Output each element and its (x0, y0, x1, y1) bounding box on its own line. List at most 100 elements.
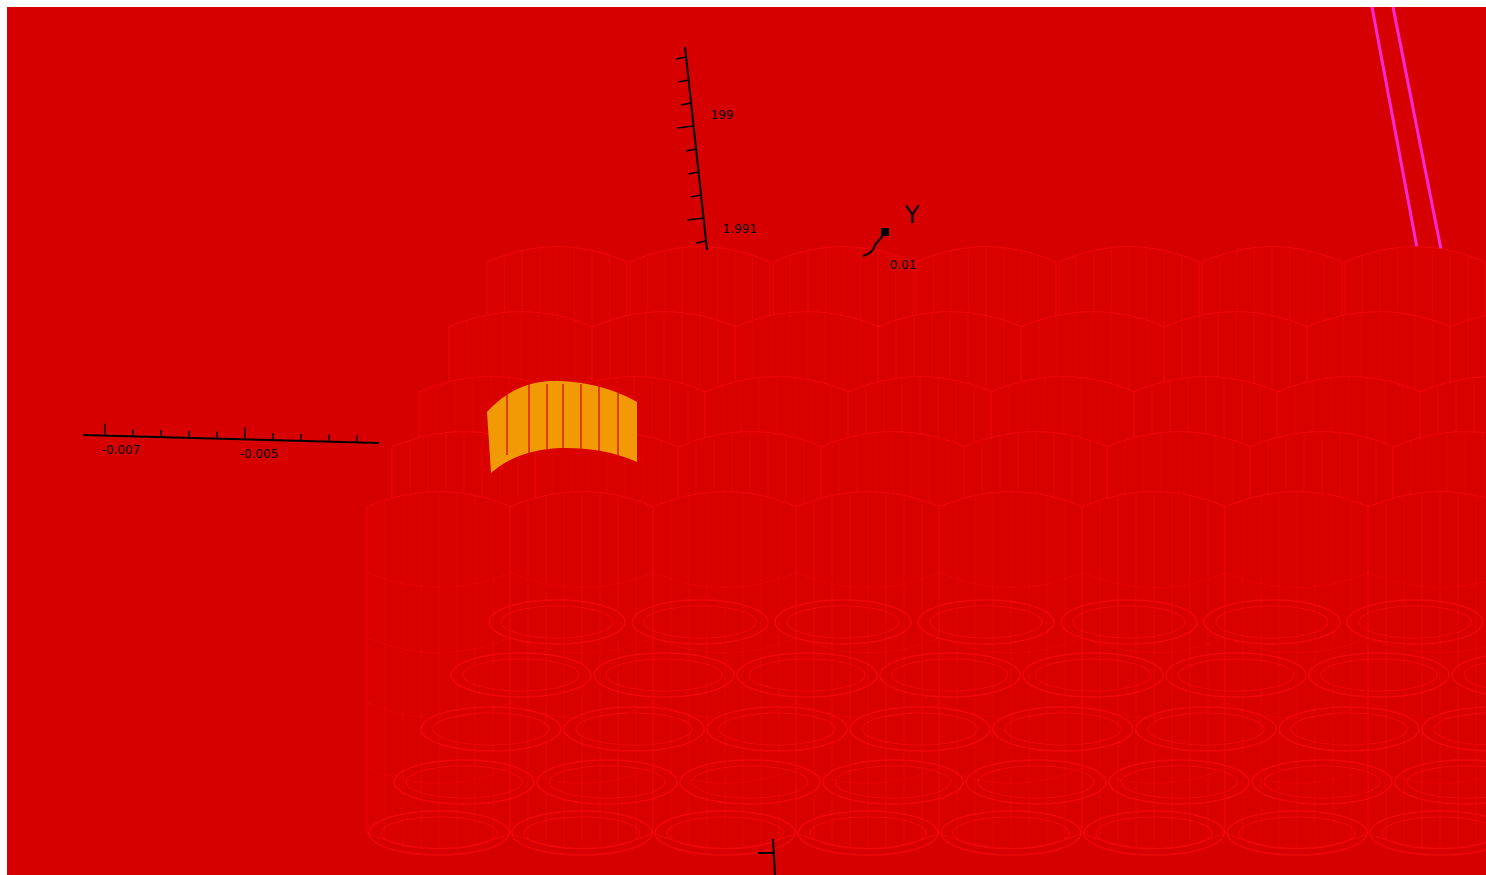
cylinder-ring-outer (631, 599, 769, 645)
vertical-axis-tick (688, 171, 699, 175)
cylinder-ring-outer (1135, 706, 1277, 752)
horizontal-axis-ticks (104, 423, 358, 443)
vertical-axis-tick (678, 79, 689, 83)
cylinder-band (1224, 637, 1370, 654)
cylinder-tube[interactable] (652, 491, 798, 849)
cylinder-ring-outer (593, 652, 735, 698)
cylinder-band (366, 767, 512, 784)
cylinder-ring-outer (654, 810, 796, 856)
cylinder-ring-outer (917, 599, 1055, 645)
cylinder-ring-inner (786, 605, 900, 639)
cylinder-ring-inner (891, 658, 1009, 692)
cylinder-band (1367, 767, 1486, 784)
y-axis-tick-label: 0.01 (890, 258, 917, 272)
cylinder-ring-outer (393, 759, 535, 805)
cylinder-ring-outer (1251, 759, 1393, 805)
cylinder-tube[interactable] (366, 491, 512, 849)
cylinder-band (1081, 637, 1227, 654)
cylinder-band (652, 637, 798, 654)
cylinder-ring-inner (1177, 658, 1295, 692)
3d-viewport[interactable]: 199 1.991 -0.007 -0.005 Y 0.01 (7, 7, 1486, 875)
cylinder-ring-outer (1308, 652, 1450, 698)
cylinder-array[interactable] (366, 246, 1486, 856)
cylinder-ring-inner (643, 605, 757, 639)
cylinder-band (509, 702, 655, 719)
cylinder-ring-outer (1083, 810, 1225, 856)
cylinder-bottom-rings (368, 599, 1486, 856)
cylinder-band (1224, 767, 1370, 784)
cylinder-band (1367, 571, 1486, 588)
cylinder-band (938, 767, 1084, 784)
cylinder-ring-inner (691, 765, 809, 799)
cylinder-ring-inner (718, 712, 836, 746)
y-axis-name: Y (904, 201, 920, 229)
cylinder-ring-outer (1346, 599, 1484, 645)
cylinder-band (1367, 702, 1486, 719)
vertical-axis-tick (685, 148, 697, 152)
cylinder-ring-inner (1147, 712, 1265, 746)
cylinder-ring-inner (834, 765, 952, 799)
cylinder-band (795, 767, 941, 784)
cylinder-ring-outer (992, 706, 1134, 752)
cylinder-tube[interactable] (938, 491, 1084, 849)
cylinder-band (652, 702, 798, 719)
cylinder-ring-outer (1421, 706, 1486, 752)
highlighted-cylinder-segment[interactable] (487, 380, 637, 473)
cylinder-band (366, 571, 512, 588)
cylinder-ring-outer (679, 759, 821, 805)
cylinder-tube[interactable] (1081, 491, 1227, 849)
cylinder-ring-outer (965, 759, 1107, 805)
cylinder-ring-inner (523, 816, 641, 850)
cylinder-ring-inner (977, 765, 1095, 799)
cylinder-ring-inner (1358, 605, 1472, 639)
cylinder-tube[interactable] (1224, 491, 1370, 849)
cylinder-ring-inner (861, 712, 979, 746)
vertical-axis-tick-label-1: 199 (711, 108, 734, 122)
cylinder-band (1081, 702, 1227, 719)
cylinder-ring-inner (1263, 765, 1381, 799)
scene-canvas[interactable]: 199 1.991 -0.007 -0.005 Y 0.01 (7, 7, 1486, 875)
cylinder-band (795, 571, 941, 588)
y-axis-indicator: Y 0.01 (862, 201, 920, 272)
cylinder-band (1081, 571, 1227, 588)
cylinder-ring-outer (511, 810, 653, 856)
cylinder-band (795, 637, 941, 654)
cylinder-tube[interactable] (1367, 491, 1486, 849)
cylinder-band (509, 767, 655, 784)
vertical-axis-tick (690, 194, 702, 198)
cylinder-ring-outer (940, 810, 1082, 856)
cylinder-ring-inner (1034, 658, 1152, 692)
cylinder-ring-outer (563, 706, 705, 752)
vertical-axis-tick (677, 125, 694, 129)
cylinder-ring-outer (774, 599, 912, 645)
cylinder-ring-outer (1060, 599, 1198, 645)
cylinder-ring-inner (605, 658, 723, 692)
cylinder-ring-outer (849, 706, 991, 752)
cylinder-tube[interactable] (509, 491, 655, 849)
cylinder-ring-outer (879, 652, 1021, 698)
lower-axis-line (772, 838, 776, 875)
vertical-axis-tick (687, 217, 704, 221)
cylinder-ring-outer (420, 706, 562, 752)
cylinder-band (938, 571, 1084, 588)
cylinder-ring-inner (1004, 712, 1122, 746)
cylinder-ring-inner (380, 816, 498, 850)
cylinder-ring-inner (432, 712, 550, 746)
cylinder-ring-inner (575, 712, 693, 746)
cylinder-band (938, 637, 1084, 654)
cylinder-band (1224, 571, 1370, 588)
cylinder-ring-inner (500, 605, 614, 639)
cylinder-band (795, 702, 941, 719)
cylinder-band (1081, 767, 1227, 784)
cylinder-ring-inner (405, 765, 523, 799)
cylinder-tube[interactable] (795, 491, 941, 849)
cylinder-ring-outer (536, 759, 678, 805)
cylinder-band (366, 702, 512, 719)
cylinder-ring-inner (1381, 816, 1486, 850)
cylinder-ring-inner (1320, 658, 1438, 692)
cylinder-ring-outer (1108, 759, 1250, 805)
cylinder-ring-outer (706, 706, 848, 752)
cylinder-ring-outer (1226, 810, 1368, 856)
cylinder-wall (1367, 491, 1486, 849)
cylinder-ring-outer (797, 810, 939, 856)
